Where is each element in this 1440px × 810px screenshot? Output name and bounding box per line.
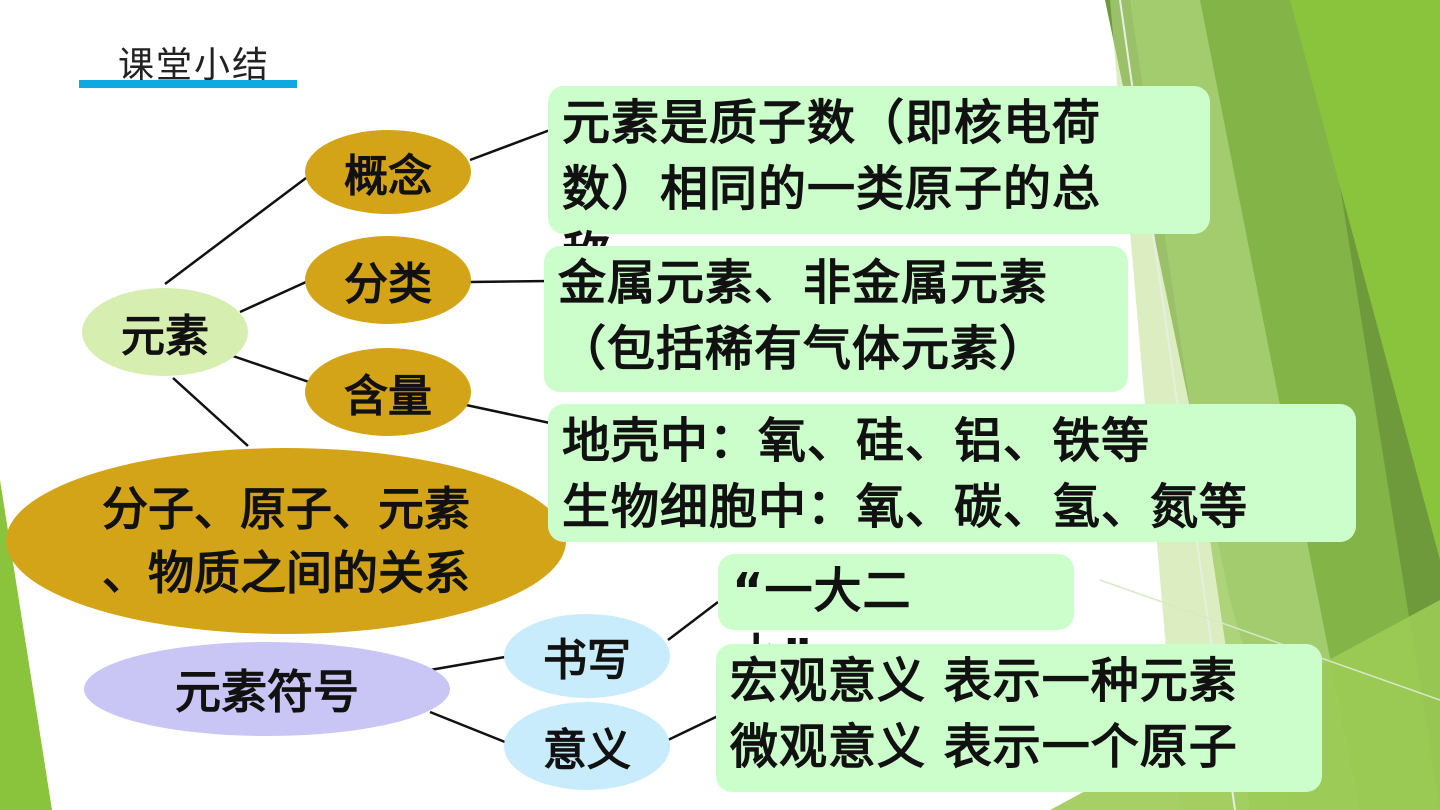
node-concept: 概念 — [305, 130, 471, 214]
node-writing: 书写 — [504, 614, 670, 698]
node-content: 含量 — [305, 348, 471, 436]
deco-right-light-green — [1290, 0, 1440, 560]
box-writing-rule: “一大二 小” — [718, 554, 1074, 685]
page-title: 课堂小结 — [118, 45, 271, 86]
box-meaning: 宏观意义 表示一种元素 微观意义 表示一个原子 — [716, 644, 1322, 792]
node-relationship: 分子、原子、元素 、物质之间的关系 — [6, 448, 566, 634]
node-meaning: 意义 — [504, 702, 670, 790]
box-classification: 金属元素、非金属元素 （包括稀有气体元素） — [544, 246, 1128, 392]
title-underline — [79, 80, 297, 88]
root-node-element: 元素 — [82, 288, 248, 376]
box-content: 地壳中：氧、硅、铝、铁等 生物细胞中：氧、碳、氢、氮等 — [548, 404, 1356, 542]
node-element-symbol: 元素符号 — [84, 642, 450, 736]
box-concept-definition: 元素是质子数（即核电荷 数）相同的一类原子的总 称 — [548, 86, 1210, 283]
node-classification: 分类 — [305, 236, 471, 324]
